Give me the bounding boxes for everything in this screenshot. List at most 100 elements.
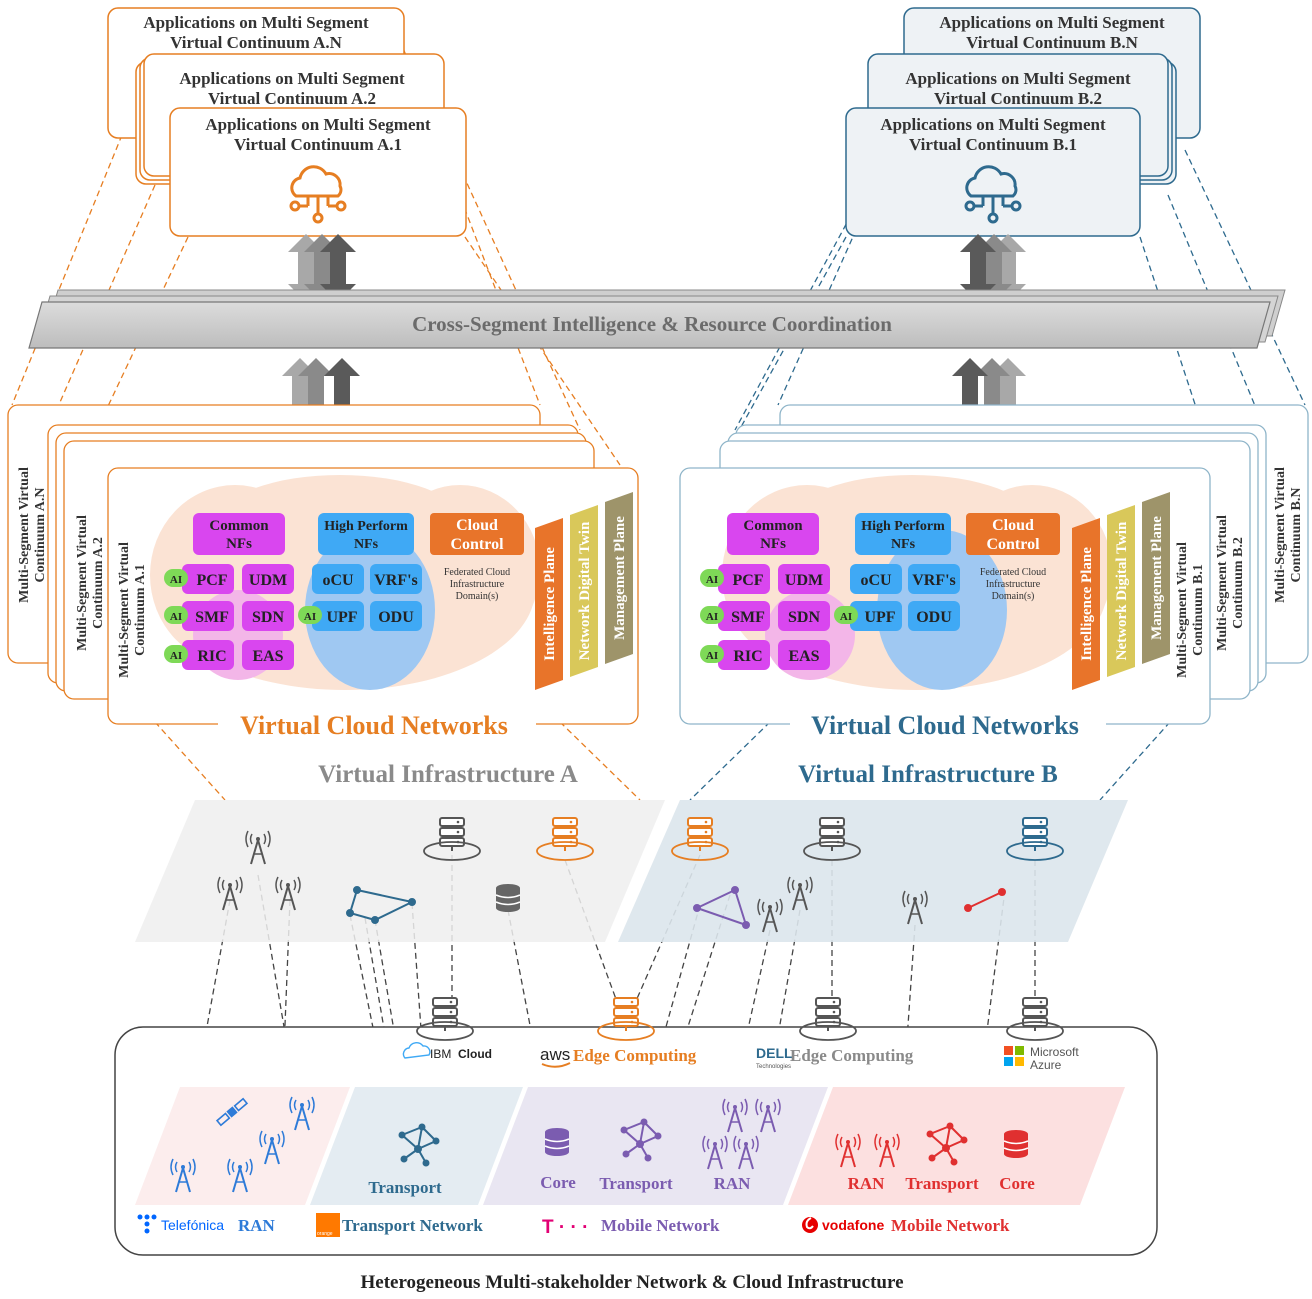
nf-smf-label: SMF	[731, 609, 765, 626]
digital-twin-plane-label: Network Digital Twin	[577, 521, 593, 660]
infra-plane-b	[618, 800, 1128, 942]
ai-badge-label: AI	[706, 650, 718, 662]
infra-label-a: Virtual Infrastructure A	[318, 761, 578, 788]
segment-ran-purple: RAN	[714, 1174, 752, 1193]
ms-line2: Azure	[1030, 1058, 1062, 1072]
nf-upf	[312, 601, 364, 631]
cloud-control-line1: Cloud	[992, 517, 1034, 534]
high-perf-nfs-header	[318, 513, 414, 555]
app-card-b-1-line1: Applications on Multi Segment	[880, 115, 1106, 134]
segment-transport-blue: Transport	[368, 1178, 442, 1197]
telefonica-ran-icons	[170, 1096, 315, 1193]
telefonica-ran-segment	[135, 1087, 350, 1205]
common-nfs-line1: Common	[743, 518, 803, 534]
nf-vrf	[370, 564, 422, 594]
segment-transport-purple: Transport	[599, 1174, 673, 1193]
app-card-a-n-line1: Applications on Multi Segment	[143, 13, 369, 32]
nf-sdn	[242, 601, 294, 631]
tmobile-role: Mobile Network	[601, 1216, 720, 1235]
nf-ocu-label: oCU	[860, 572, 892, 589]
high-perf-nfs-line1: High Perform	[324, 519, 408, 534]
high-perf-nfs-line2: NFs	[354, 537, 379, 552]
database-icon	[1003, 1129, 1029, 1159]
ai-badge	[700, 569, 724, 587]
ms-line1: Microsoft	[1030, 1045, 1079, 1059]
digital-twin-plane	[1107, 505, 1135, 677]
tmobile-segment	[483, 1087, 828, 1205]
ai-badge	[700, 606, 724, 624]
nf-pcf	[182, 564, 234, 594]
segment-core-purple: Core	[540, 1173, 576, 1192]
nf-upf-label: UPF	[326, 609, 357, 626]
federated-line2: Infrastructure	[450, 579, 505, 590]
ai-badge	[298, 606, 322, 624]
vodafone-segment	[788, 1087, 1125, 1205]
vodafone-role: Mobile Network	[891, 1216, 1010, 1235]
cloud-control-line2: Control	[450, 536, 504, 553]
nf-sdn	[778, 601, 830, 631]
database-icon	[544, 1127, 570, 1157]
nf-eas	[242, 640, 294, 670]
federated-line2: Infrastructure	[986, 579, 1041, 590]
federated-line1: Federated Cloud	[980, 567, 1046, 578]
footer-caption: Heterogeneous Multi-stakeholder Network …	[360, 1272, 903, 1293]
high-perf-nfs-line2: NFs	[891, 537, 916, 552]
continuum-b-2-line1: Multi-Segment Virtual	[1215, 515, 1230, 651]
ai-badge-label: AI	[304, 611, 316, 623]
intelligence-plane	[1072, 518, 1100, 690]
nf-pcf-label: PCF	[196, 572, 227, 589]
nf-udm-label: UDM	[249, 572, 287, 589]
high-perf-nfs-header	[855, 513, 951, 555]
app-card-a-2-line2: Virtual Continuum A.2	[208, 89, 376, 108]
transport-mesh-icon	[693, 886, 750, 929]
ai-badge-label: AI	[706, 574, 718, 586]
segment-transport-red: Transport	[905, 1174, 979, 1193]
ibm-label: IBM	[430, 1047, 451, 1061]
cloud-control-header	[430, 513, 524, 555]
vodafone-label: vodafone	[822, 1217, 884, 1233]
cloud-control-line2: Control	[986, 536, 1040, 553]
telefonica-logo: Telefónica	[137, 1214, 224, 1234]
app-card-b-2-line2: Virtual Continuum B.2	[934, 89, 1102, 108]
cloud-control-header	[966, 513, 1060, 555]
dell-sub-label: Technologies	[756, 1064, 791, 1070]
segment-core-red: Core	[999, 1174, 1035, 1193]
vcn-title-b: Virtual Cloud Networks	[811, 711, 1079, 740]
orange-role: Transport Network	[342, 1216, 483, 1235]
nf-vrf-label: VRF's	[374, 572, 418, 589]
continuum-a-2-line1: Multi-Segment Virtual	[75, 515, 90, 651]
federated-line1: Federated Cloud	[444, 567, 510, 578]
app-card-a-2-line1: Applications on Multi Segment	[179, 69, 405, 88]
app-card-b-2-line1: Applications on Multi Segment	[905, 69, 1131, 88]
continuum-a-1-line1: Multi-Segment Virtual	[117, 542, 132, 678]
federated-line3: Domain(s)	[992, 591, 1035, 602]
intelligence-plane-label: Intelligence Plane	[1079, 547, 1095, 661]
vcn-functions-b: Common NFs High Perform NFs Cloud Contro…	[700, 492, 1170, 740]
nf-udm	[778, 564, 830, 594]
aws-logo: aws	[540, 1045, 571, 1068]
coordination-bar-label: Cross-Segment Intelligence & Resource Co…	[412, 312, 892, 336]
nf-udm	[242, 564, 294, 594]
nf-pcf-label: PCF	[732, 572, 763, 589]
nf-ocu	[850, 564, 902, 594]
transport-link-icon	[964, 888, 1006, 912]
applications-stack-a: Applications on Multi Segment Virtual Co…	[107, 7, 467, 237]
common-nfs-header	[727, 513, 819, 555]
microsoft-azure-logo: Microsoft Azure	[1004, 1045, 1079, 1072]
nf-smf-label: SMF	[195, 609, 229, 626]
ibm-cloud-logo: IBM Cloud	[402, 1042, 492, 1061]
nf-udm-label: UDM	[785, 572, 823, 589]
common-nfs-line2: NFs	[226, 536, 252, 552]
continuum-b-2-line2: Continuum B.2	[1231, 537, 1246, 629]
database-icon	[495, 883, 521, 913]
intelligence-plane-label: Intelligence Plane	[542, 547, 558, 661]
nf-odu-label: ODU	[916, 609, 952, 626]
applications-stack-b: Applications on Multi Segment Virtual Co…	[845, 7, 1201, 237]
continuum-b-1-line2: Continuum B.1	[1191, 564, 1206, 656]
nf-smf	[718, 601, 770, 631]
nf-upf-label: UPF	[864, 609, 895, 626]
ai-badge-label: AI	[706, 611, 718, 623]
nf-pcf	[718, 564, 770, 594]
infra-b-items	[671, 817, 1064, 933]
